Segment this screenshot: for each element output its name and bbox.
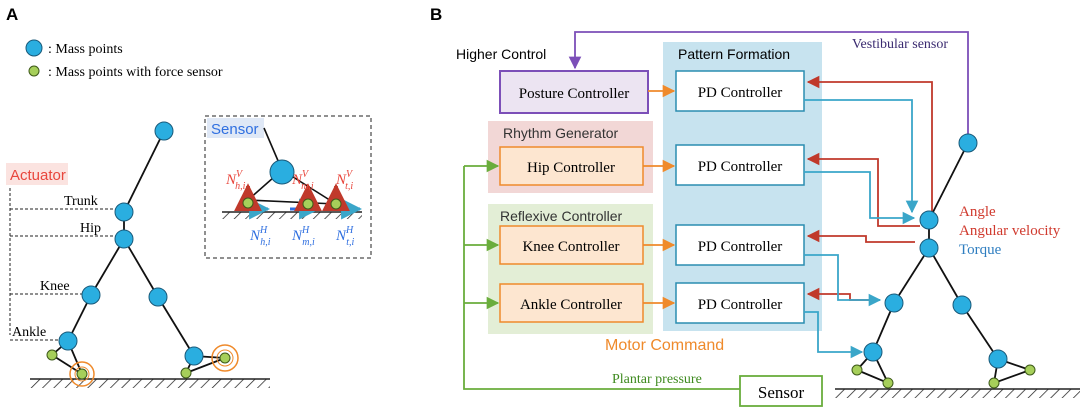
pd-label-ankle: PD Controller: [698, 297, 783, 313]
legend-mass-point-icon: [25, 39, 43, 57]
sensor-box-label: Sensor: [758, 383, 805, 402]
mass-points-b: [863, 133, 1008, 369]
orange-arrows: [643, 84, 676, 310]
plantar-pressure-label: Plantar pressure: [612, 372, 702, 387]
force-ring-left-inner: [74, 366, 90, 382]
pattern-formation-title: Pattern Formation: [678, 46, 790, 62]
mass-points-a: [58, 121, 204, 366]
sensor-title: Sensor: [211, 121, 259, 138]
pd-labels: PD Controller PD Controller PD Controlle…: [698, 85, 783, 313]
hip-controller-box: [499, 146, 644, 186]
hip-label: Hip: [80, 221, 101, 236]
inset-ground-hatch: [222, 212, 362, 219]
reflexive-controller-title: Reflexive Controller: [500, 208, 622, 224]
knee-controller-box: [499, 225, 644, 265]
force-ring-right-inner: [216, 349, 234, 367]
knee-label: Knee: [40, 279, 70, 294]
pd-label-knee: PD Controller: [698, 239, 783, 255]
actuator-label: Actuator: [10, 167, 66, 184]
force-ring-left: [69, 361, 95, 387]
ground-hatch-a: [30, 379, 270, 388]
knee-controller-label: Knee Controller: [522, 239, 619, 255]
force-points-a: [46, 349, 231, 380]
angular-velocity-label: Angular velocity: [959, 223, 1061, 239]
ankle-controller-box: [499, 283, 644, 323]
legend-mass-points-force: : Mass points with force sensor: [48, 65, 223, 80]
inset-force-m: [302, 198, 314, 210]
legend-mass-points: : Mass points: [48, 42, 123, 57]
motor-command-label: Motor Command: [605, 337, 724, 354]
inset-mass-point: [269, 159, 295, 185]
ankle-label: Ankle: [12, 325, 46, 340]
hip-controller-label: Hip Controller: [527, 160, 615, 176]
legend-force-point-icon: [28, 65, 40, 77]
skeleton-a: [51, 130, 226, 375]
skeleton-b: [856, 142, 1031, 384]
ground-hatch-b: [835, 389, 1080, 398]
panel-a-label: A: [6, 5, 18, 24]
actuator-bg: [6, 163, 68, 185]
sensor-title-bg: [207, 118, 264, 138]
pd-label-hip: PD Controller: [698, 159, 783, 175]
torque-label: Torque: [959, 242, 1002, 258]
vestibular-arrow: [568, 31, 969, 140]
inset-foot-c: [247, 199, 337, 205]
pd-boxes: [675, 70, 805, 324]
red-arrows: [806, 75, 933, 301]
posture-controller-label: Posture Controller: [519, 86, 629, 102]
rhythm-generator-title: Rhythm Generator: [503, 125, 618, 141]
green-arrows: [463, 159, 740, 390]
pd-label-posture: PD Controller: [698, 85, 783, 101]
sensor-box: [739, 375, 823, 407]
posture-controller-box: [499, 70, 649, 114]
trunk-label: Trunk: [64, 194, 98, 209]
ankle-controller-label: Ankle Controller: [520, 297, 622, 313]
higher-control-title: Higher Control: [456, 46, 546, 62]
panel-b-label: B: [430, 5, 442, 24]
vestibular-label: Vestibular sensor: [852, 37, 948, 52]
blue-arrows: [804, 99, 919, 359]
inset-force-h: [242, 197, 254, 209]
force-ring-right: [211, 344, 239, 372]
angle-label: Angle: [959, 204, 996, 220]
inset-force-t: [330, 198, 342, 210]
force-points-b: [851, 364, 1036, 389]
panel-a: A : Mass points : Mass points with force…: [6, 5, 372, 388]
panel-b: B Pattern Formation Rhythm Generator Ref…: [430, 5, 1080, 407]
